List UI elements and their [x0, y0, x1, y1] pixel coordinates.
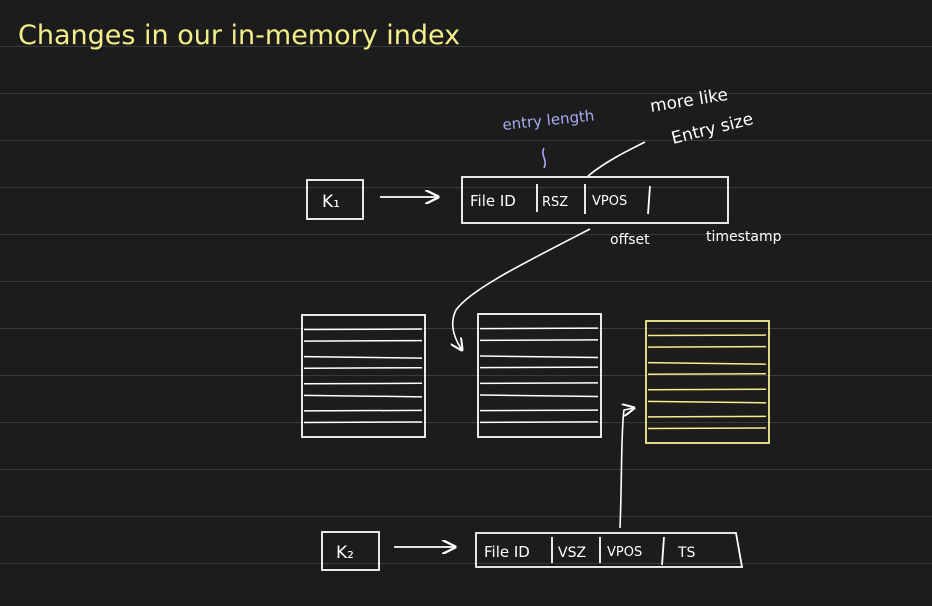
pointer-entry-to-file2 [453, 228, 591, 350]
file-record-line [479, 394, 599, 398]
row2-field-vpos: VPOS [607, 545, 642, 560]
row2-field-ts: TS [677, 545, 696, 561]
row1-field-fileid: File ID [470, 192, 516, 210]
title: Changes in our in-memory index [18, 20, 460, 51]
file-record-line [647, 372, 767, 375]
index-entry-row1: File ID RSZ VPOS [461, 176, 729, 224]
file-record-line [303, 382, 423, 385]
file-outline [477, 313, 602, 438]
row1-field-vpos: VPOS [592, 194, 627, 209]
annotation-timestamp: timestamp [706, 229, 782, 245]
annotation-entry-length: entry length [502, 106, 596, 134]
row1-field-rsz: RSZ [542, 195, 568, 210]
file-record-line [303, 409, 423, 412]
file-record-line [479, 327, 599, 330]
pointer-entry2-to-file3 [619, 408, 634, 529]
row2-field-vsz: VSZ [558, 545, 586, 561]
file-record-line [647, 345, 767, 348]
file-outline [301, 314, 426, 438]
file-record-line [303, 366, 423, 369]
data-file-highlighted [645, 320, 770, 444]
index-entry-row2: File ID VSZ VPOS TS [475, 532, 744, 568]
annotation-offset: offset [610, 232, 650, 248]
file-record-line [479, 355, 599, 359]
file-record-line [647, 361, 767, 365]
key-label-k1: K₁ [322, 192, 340, 212]
file-record-line [647, 415, 767, 418]
row2-field-fileid: File ID [484, 543, 530, 561]
file-record-line [647, 388, 767, 391]
file-record-line [303, 355, 423, 359]
file-record-line [479, 382, 599, 385]
file-record-line [303, 421, 423, 424]
data-file [301, 314, 426, 438]
file-record-line [479, 339, 599, 342]
file-record-line [647, 427, 767, 430]
file-outline [645, 320, 770, 444]
annotation-entry-size: Entry size [669, 109, 755, 149]
annotation-more-like: more like [649, 85, 730, 117]
file-record-line [303, 328, 423, 331]
file-record-line [303, 339, 423, 342]
file-record-line [479, 421, 599, 424]
file-record-line [303, 394, 423, 398]
key-box-k2: K₂ [321, 531, 380, 571]
key-label-k2: K₂ [336, 543, 354, 563]
entry-length-pointer [542, 147, 546, 169]
key-box-k1: K₁ [306, 179, 364, 220]
file-record-line [479, 366, 599, 369]
file-record-line [647, 334, 767, 337]
entry-size-pointer [587, 141, 646, 177]
file-record-line [479, 409, 599, 412]
data-files [301, 313, 770, 444]
data-file [477, 313, 602, 438]
file-record-line [647, 400, 767, 404]
